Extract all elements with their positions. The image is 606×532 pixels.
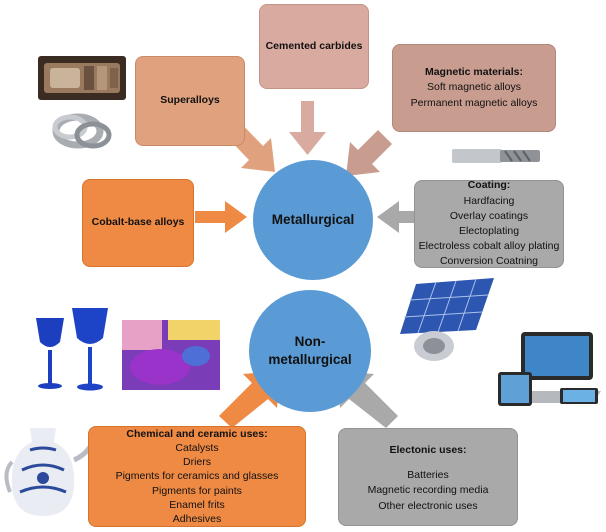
electronic-devices-photo [498,332,601,406]
chemical-item: Pigments for paints [152,484,242,497]
chemical-ceramic-title: Chemical and ceramic uses: [126,427,268,440]
coating-item: Electroless cobalt alloy plating [418,240,560,253]
magnetic-materials-title: Magnetic materials: [424,66,524,79]
electronic-item: Batteries [407,469,449,482]
turbine-photo [38,56,126,100]
electronic-item: Magnetic recording media [367,484,489,497]
bearing-rings-photo [52,113,112,149]
cobalt-base-alloys-label: Cobalt-base alloys [91,216,185,229]
chemical-item: Enamel frits [169,498,225,511]
non-metallurgical-circle: Non- metallurgical [249,290,371,412]
non-metallurgical-label-line1: Non- [294,333,326,349]
metallurgical-circle: Metallurgical [253,160,373,280]
chemical-item: Catalysts [175,441,219,454]
electronic-uses-title: Electonic uses: [389,444,467,456]
coating-item: Conversion Coatning [439,255,539,268]
magnetic-materials-box: Magnetic materials: Soft magnetic alloys… [392,44,556,132]
coating-item: Overlay coatings [449,209,529,222]
electronic-uses-box: Electonic uses: Batteries Magnetic recor… [338,428,518,526]
coating-box: Coating: Hardfacing Overlay coatings Ele… [414,179,564,268]
electronic-item: Other electronic uses [378,499,478,512]
magnetic-item: Permanent magnetic alloys [410,96,538,109]
cemented-carbides-box: Cemented carbides [259,4,369,89]
arrow-cemented-carbides [289,101,326,155]
chemical-ceramic-box: Chemical and ceramic uses: Catalysts Dri… [88,426,306,527]
porcelain-jug-photo [4,428,99,516]
coating-title: Coating: [467,179,511,192]
cobalt-base-alloys-box: Cobalt-base alloys [82,179,194,267]
solar-panel-photo [400,278,494,361]
coating-item: Electoplating [458,225,520,237]
metallurgical-label: Metallurgical [271,211,355,227]
arrow-magnetic [346,130,392,176]
end-mill-photo [452,149,540,163]
non-metallurgical-label-line2: metallurgical [268,352,352,367]
chemical-item: Driers [183,456,211,469]
chemical-item: Adhesives [172,513,222,526]
arrow-coating [377,201,414,233]
coating-item: Hardfacing [463,194,515,207]
cemented-carbides-label: Cemented carbides [265,39,363,52]
superalloys-box: Superalloys [135,56,245,146]
blue-wine-glasses-photo [36,308,108,391]
blue-pigment-photo [122,320,220,390]
arrow-cobalt-base [195,201,247,233]
chemical-item: Pigments for ceramics and glasses [115,470,279,483]
magnetic-item: Soft magnetic alloys [427,81,521,94]
superalloys-label: Superalloys [160,94,220,107]
